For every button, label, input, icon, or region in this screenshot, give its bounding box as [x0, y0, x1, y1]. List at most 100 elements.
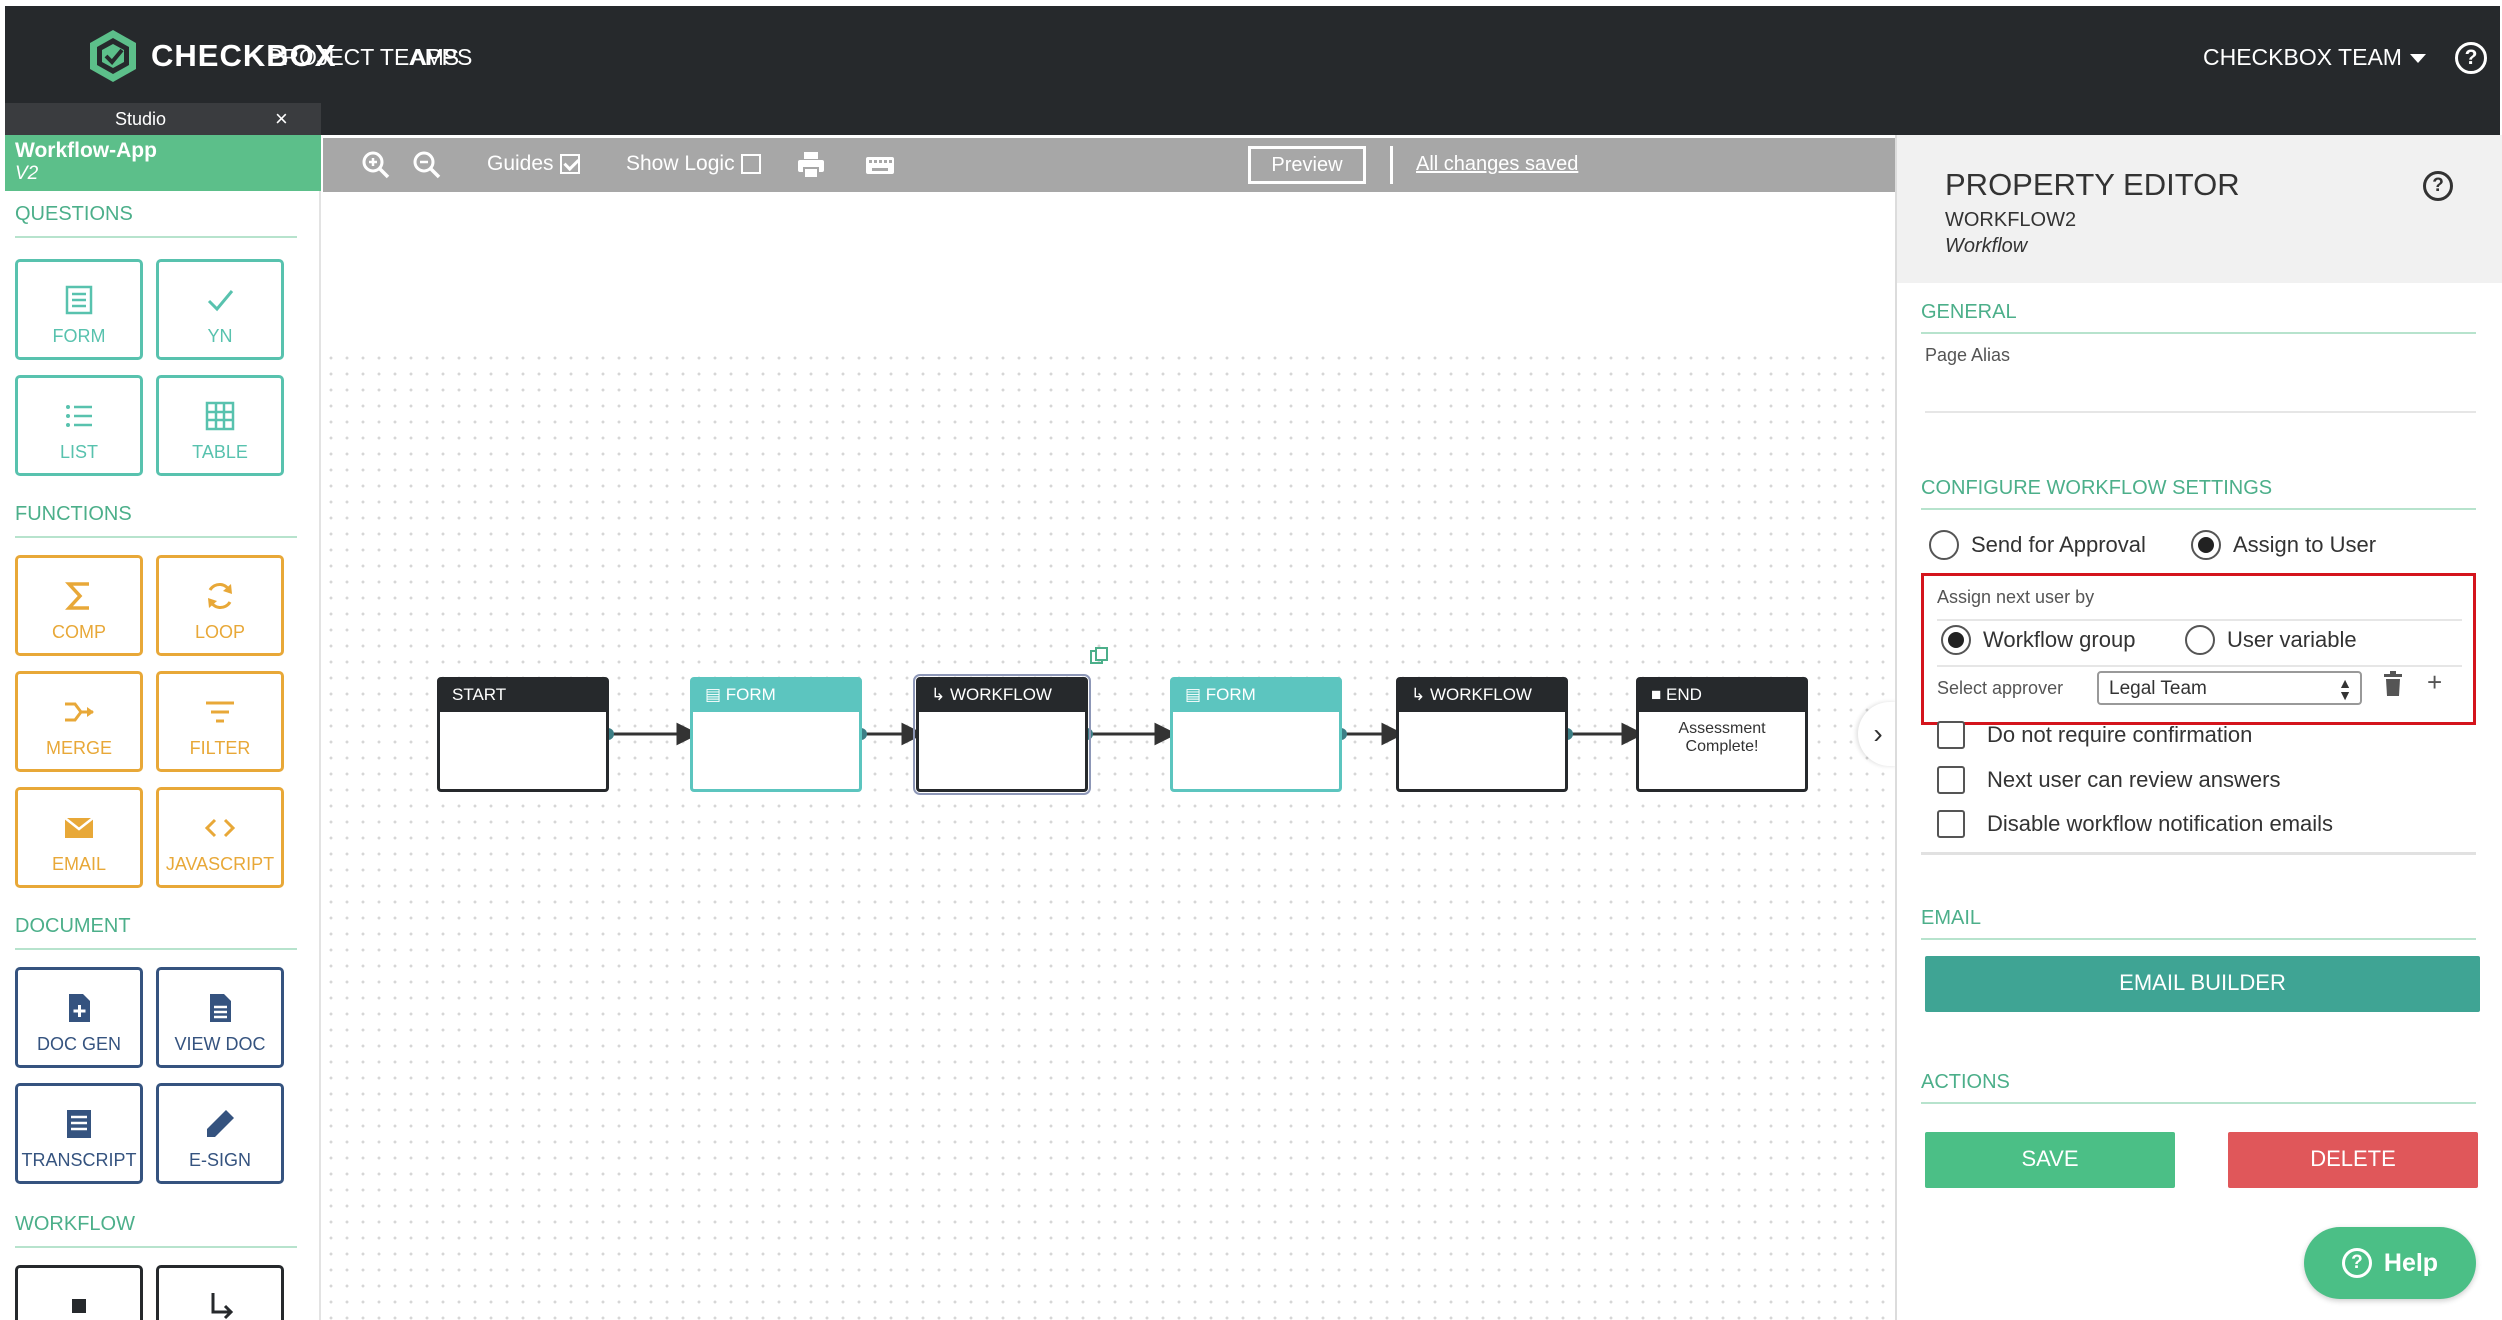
- keyboard-icon[interactable]: [864, 149, 896, 181]
- radio-assign-to-user[interactable]: Assign to User: [2191, 530, 2376, 560]
- checkbox-review-answers[interactable]: Next user can review answers: [1937, 766, 2280, 794]
- tile-label: TRANSCRIPT: [21, 1150, 137, 1170]
- tile-loop[interactable]: LOOP: [156, 555, 284, 656]
- tile-label: FILTER: [189, 738, 251, 758]
- checkbox-box: [1937, 766, 1965, 794]
- flow-node-start[interactable]: START: [437, 677, 609, 792]
- zoom-out-icon[interactable]: [411, 149, 443, 181]
- chevron-right-icon[interactable]: ›: [1858, 702, 1898, 766]
- tile-comp[interactable]: COMP: [15, 555, 143, 656]
- studio-tab[interactable]: Studio ×: [5, 103, 321, 135]
- flow-node-form[interactable]: ▤ FORM: [690, 677, 862, 792]
- print-icon[interactable]: [795, 149, 827, 181]
- element-palette-sidebar: Workflow-App V2 QUESTIONS FORM YN LIST T…: [5, 135, 321, 1320]
- tile-transcript[interactable]: TRANSCRIPT: [15, 1083, 143, 1184]
- node-title: ▤ FORM: [693, 680, 859, 712]
- radio-circle-selected: [2191, 530, 2221, 560]
- tab-strip: [321, 103, 1895, 135]
- tile-table[interactable]: TABLE: [156, 375, 284, 476]
- radio-workflow-group[interactable]: Workflow group: [1941, 625, 2135, 655]
- page-alias-input[interactable]: [1925, 411, 2476, 413]
- section-document-heading: DOCUMENT: [15, 915, 297, 950]
- nav-project-teams[interactable]: PROJECT TEAMS: [267, 44, 460, 70]
- app-name: Workflow-App: [15, 139, 157, 162]
- tile-end-stop[interactable]: [15, 1265, 143, 1320]
- tile-label: YN: [207, 326, 233, 346]
- checkbox-no-confirmation[interactable]: Do not require confirmation: [1937, 721, 2252, 749]
- show-logic-toggle[interactable]: Show Logic: [626, 152, 761, 176]
- zoom-in-icon[interactable]: [360, 149, 392, 181]
- tile-label: E-SIGN: [188, 1150, 251, 1170]
- trash-icon[interactable]: [2382, 671, 2404, 704]
- studio-tab-label: Studio: [115, 109, 167, 129]
- brand-logo[interactable]: CHECKBOX: [87, 28, 336, 84]
- assign-by-label: Assign next user by: [1937, 587, 2095, 607]
- code-brackets-icon: [204, 818, 236, 838]
- workflow-canvas[interactable]: START ▤ FORM ↳ WORKFLOW ▤ FORM ↳ WORKFLO…: [323, 192, 1898, 1320]
- radio-label: Send for Approval: [1971, 532, 2146, 557]
- approver-select-value: Legal Team: [2109, 678, 2207, 699]
- page-type: Workflow: [1945, 235, 2028, 257]
- tile-label: DOC GEN: [36, 1034, 121, 1054]
- app-title-block: Workflow-App V2: [5, 135, 321, 191]
- stop-square-icon: ■: [1651, 685, 1666, 704]
- flow-node-workflow-selected[interactable]: ↳ WORKFLOW: [913, 674, 1091, 795]
- tile-filter[interactable]: FILTER: [156, 671, 284, 772]
- turn-arrow-icon: ↳: [931, 685, 950, 704]
- save-status-link[interactable]: All changes saved: [1416, 153, 1579, 175]
- help-button[interactable]: ?Help: [2304, 1227, 2476, 1299]
- tile-merge[interactable]: MERGE: [15, 671, 143, 772]
- checkbox-logo-icon: [90, 30, 136, 82]
- tile-yn[interactable]: YN: [156, 259, 284, 360]
- stop-square-icon: [72, 1299, 86, 1313]
- section-questions-heading: QUESTIONS: [15, 203, 297, 238]
- property-editor-title: PROPERTY EDITOR: [1945, 167, 2240, 202]
- radio-user-variable[interactable]: User variable: [2185, 625, 2357, 655]
- tile-label: COMP: [52, 622, 106, 642]
- tile-doc-gen[interactable]: DOC GEN: [15, 967, 143, 1068]
- nav-apps[interactable]: APPS: [411, 44, 473, 70]
- guides-checkbox[interactable]: [559, 154, 580, 174]
- guides-toggle[interactable]: Guides: [487, 152, 580, 176]
- flow-node-form[interactable]: ▤ FORM: [1170, 677, 1342, 792]
- close-icon[interactable]: ×: [275, 106, 288, 131]
- actions-heading: ACTIONS: [1921, 1071, 2476, 1104]
- tab-strip-right: [1895, 103, 2500, 135]
- radio-label: Workflow group: [1983, 627, 2136, 652]
- team-menu[interactable]: CHECKBOX TEAM: [2203, 44, 2426, 71]
- help-circle-icon[interactable]: ?: [2455, 42, 2487, 74]
- email-builder-button[interactable]: EMAIL BUILDER: [1925, 956, 2480, 1012]
- tile-list[interactable]: LIST: [15, 375, 143, 476]
- approver-select[interactable]: Legal Team ▲▼: [2097, 671, 2362, 705]
- node-title: ■ END: [1639, 680, 1805, 712]
- delete-button[interactable]: DELETE: [2228, 1132, 2478, 1188]
- tile-form[interactable]: FORM: [15, 259, 143, 360]
- checkbox-disable-notifications[interactable]: Disable workflow notification emails: [1937, 810, 2333, 838]
- node-body: Assessment Complete!: [1678, 720, 1766, 755]
- help-circle-icon[interactable]: ?: [2423, 171, 2453, 201]
- radio-circle: [2185, 625, 2215, 655]
- flow-node-workflow[interactable]: ↳ WORKFLOW: [1396, 677, 1568, 792]
- select-approver-label: Select approver: [1937, 678, 2064, 698]
- tile-view-doc[interactable]: VIEW DOC: [156, 967, 284, 1068]
- node-title: START: [440, 680, 606, 712]
- flow-node-end[interactable]: ■ END Assessment Complete!: [1636, 677, 1808, 792]
- top-navigation-bar: CHECKBOX PROJECT TEAMS APPS CHECKBOX TEA…: [5, 6, 2500, 103]
- radio-send-for-approval[interactable]: Send for Approval: [1929, 530, 2146, 560]
- refresh-loop-icon: [208, 583, 232, 609]
- tile-e-sign[interactable]: E-SIGN: [156, 1083, 284, 1184]
- duplicate-icon[interactable]: [1089, 646, 1109, 666]
- form-icon: [65, 285, 93, 315]
- node-title-text: FORM: [725, 685, 776, 704]
- radio-label: User variable: [2227, 627, 2357, 652]
- node-title-text: FORM: [1205, 685, 1256, 704]
- tile-email[interactable]: EMAIL: [15, 787, 143, 888]
- select-arrows-icon: ▲▼: [2338, 675, 2352, 703]
- tile-workflow[interactable]: [156, 1265, 284, 1320]
- show-logic-checkbox[interactable]: [740, 154, 761, 174]
- guides-label: Guides: [487, 152, 554, 175]
- tile-javascript[interactable]: JAVASCRIPT: [156, 787, 284, 888]
- save-button[interactable]: SAVE: [1925, 1132, 2175, 1188]
- plus-icon[interactable]: +: [2427, 667, 2443, 697]
- preview-button[interactable]: Preview: [1248, 146, 1366, 184]
